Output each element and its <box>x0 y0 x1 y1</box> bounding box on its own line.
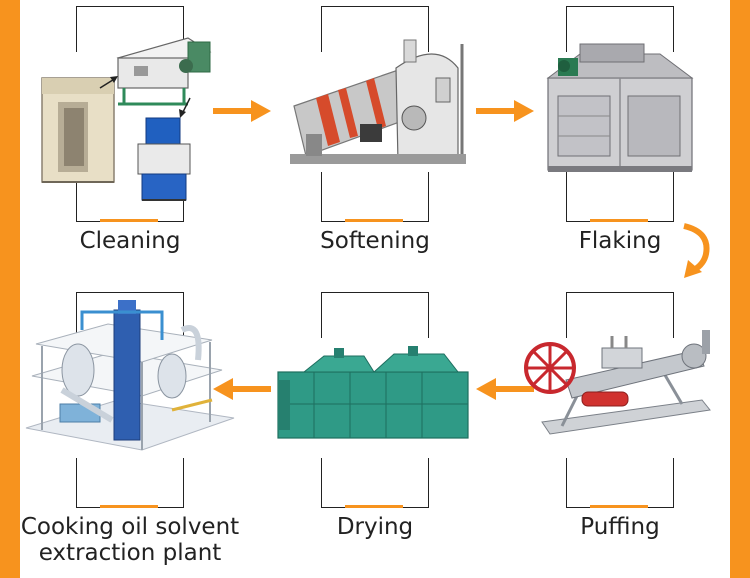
step-frame-puffing <box>566 292 674 508</box>
step-frame-extraction <box>76 292 184 508</box>
arrow-left-icon <box>213 378 271 400</box>
flaking-mill-icon <box>546 43 694 172</box>
left-orange-border <box>0 0 20 578</box>
step-label-puffing: Puffing <box>580 514 660 540</box>
curved-arrow-down-icon <box>683 223 710 278</box>
step-label-extraction-line2: extraction plant <box>38 540 222 566</box>
cleaning-machine-icon <box>41 37 212 201</box>
solvent-extraction-plant-icon <box>25 300 235 451</box>
right-orange-border <box>730 0 750 578</box>
extruder-puffer-icon <box>524 330 711 435</box>
step-frame-drying <box>321 292 429 508</box>
arrow-left-icon <box>476 378 534 400</box>
step-frame-flaking <box>566 6 674 222</box>
arrow-right-icon <box>213 100 271 122</box>
arrow-right-icon <box>476 100 534 122</box>
step-label-cleaning: Cleaning <box>79 228 181 254</box>
step-frame-softening <box>321 6 429 222</box>
step-label-extraction-line1: Cooking oil solvent <box>20 514 240 540</box>
step-label-flaking: Flaking <box>578 228 662 254</box>
rotary-softener-icon <box>290 39 466 164</box>
belt-dryer-icon <box>277 346 469 439</box>
step-label-softening: Softening <box>320 228 430 254</box>
step-label-drying: Drying <box>336 514 414 540</box>
